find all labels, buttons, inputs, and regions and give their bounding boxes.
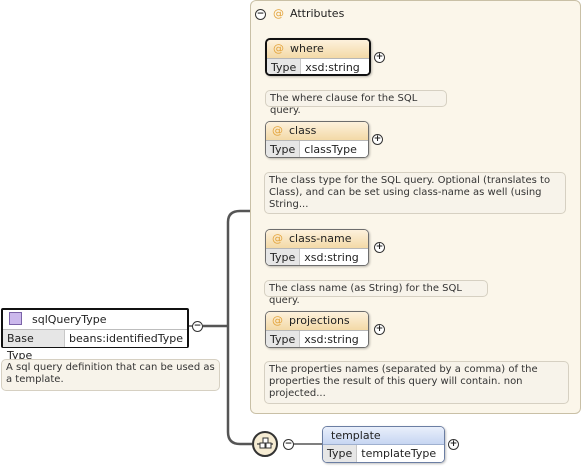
attribute-class-name-doc: The class name (as String) for the SQL q… (264, 280, 488, 306)
element-name: template (323, 427, 444, 445)
type-name: sqlQueryType (32, 313, 107, 326)
attributes-collapse-toggle[interactable]: − (255, 9, 266, 20)
attribute-name: where (290, 42, 324, 55)
sequence-glyph (257, 437, 273, 449)
attribute-projections-doc: The properties names (separated by a com… (264, 361, 569, 404)
type-value: xsd:string (300, 331, 368, 347)
type-value: templateType (357, 445, 444, 462)
expand-class-button[interactable]: + (372, 134, 383, 145)
sqlquerytype-doc: A sql query definition that can be used … (1, 359, 220, 391)
type-label: Type (266, 141, 301, 157)
attribute-where-doc: The where clause for the SQL query. (265, 90, 447, 116)
type-label: Type (266, 331, 301, 347)
collapse-sqlquerytype-button[interactable]: − (192, 321, 203, 332)
attribute-at-icon: @ (272, 314, 283, 327)
sequence-compositor-icon[interactable] (252, 431, 278, 457)
attributes-title: Attributes (290, 7, 345, 20)
attribute-at-icon: @ (273, 42, 284, 55)
type-label: Type (323, 445, 358, 462)
type-label: Type (266, 249, 301, 265)
attribute-at-icon: @ (272, 124, 283, 137)
complex-type-icon (9, 312, 22, 325)
base-type-value: beans:identifiedType (65, 330, 187, 347)
attributes-at-icon: @ (273, 7, 284, 20)
attribute-class-doc: The class type for the SQL query. Option… (264, 172, 566, 214)
type-value: classType (300, 141, 368, 157)
expand-where-button[interactable]: + (374, 52, 385, 63)
type-label: Type (267, 59, 302, 74)
expand-class-name-button[interactable]: + (374, 242, 385, 253)
type-value: xsd:string (301, 59, 369, 74)
attribute-name: projections (289, 314, 350, 327)
attribute-at-icon: @ (272, 232, 283, 245)
collapse-sequence-button[interactable]: − (283, 439, 294, 450)
type-value: xsd:string (300, 249, 368, 265)
base-type-label: Base Type (3, 330, 65, 362)
attribute-name: class-name (289, 232, 352, 245)
attribute-name: class (289, 124, 317, 137)
expand-template-button[interactable]: + (448, 439, 459, 450)
expand-projections-button[interactable]: + (374, 324, 385, 335)
